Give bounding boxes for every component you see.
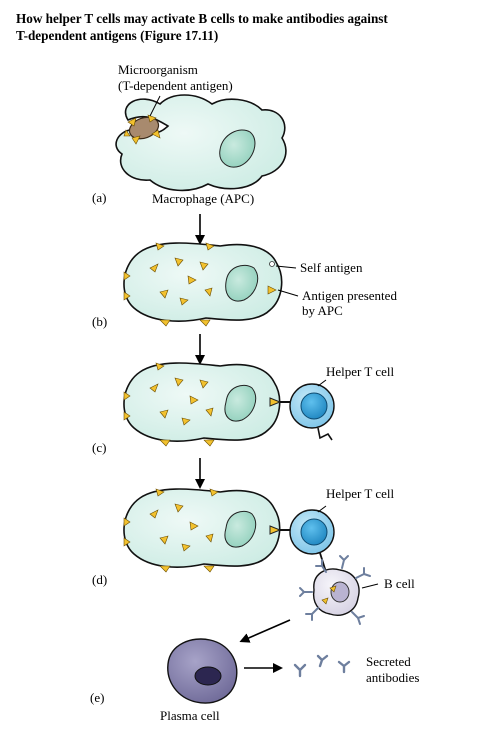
microorganism-sublabel: (T-dependent antigen) <box>118 78 233 93</box>
helper-t-nucleus-d <box>300 518 328 546</box>
secreted-sublabel: antibodies <box>366 670 419 685</box>
macrophage-nucleus-c <box>224 384 257 422</box>
macrophage-nucleus-b <box>225 264 259 302</box>
b-cell-pointer <box>361 583 379 589</box>
panel-b-letter: (b) <box>92 314 107 329</box>
presented-antigen-label: Antigen presented <box>302 288 397 303</box>
microorganism-pointer <box>149 95 161 117</box>
self-antigen-label: Self antigen <box>300 260 363 275</box>
helper-t-receptor-c <box>317 427 333 441</box>
microorganism-label: Microorganism <box>118 62 198 77</box>
b-cell-antigens <box>321 585 337 605</box>
plasma-nucleus <box>194 666 222 686</box>
macrophage-c <box>123 362 281 442</box>
panel-d: Helper T cell B cell (d) <box>92 486 415 625</box>
macrophage-b <box>123 242 283 322</box>
b-cell-label: B cell <box>384 576 415 591</box>
figure-title: How helper T cells may activate B cells … <box>16 10 486 44</box>
macrophage-nucleus-a <box>219 129 256 168</box>
macrophage-nucleus-d <box>224 510 257 548</box>
panel-a: Microorganism (T-dependent antigen) (a) … <box>92 62 287 206</box>
self-antigen-pointer <box>275 265 297 269</box>
panel-a-letter: (a) <box>92 190 106 205</box>
panel-c-letter: (c) <box>92 440 106 455</box>
title-line-1: How helper T cells may activate B cells … <box>16 11 388 26</box>
antigens-c <box>123 362 215 447</box>
mhc-complex-c <box>269 397 282 407</box>
macrophage-d <box>123 488 281 568</box>
helper-t-pointer-d <box>317 505 327 513</box>
helper-t-pointer-c <box>317 379 327 387</box>
microbe-antigens <box>123 114 161 145</box>
panel-e: Secreted antibodies (e) Plasma cell <box>90 638 419 723</box>
microorganism <box>128 116 160 140</box>
helper-t-nucleus-c <box>300 392 328 420</box>
macrophage-a <box>115 94 287 192</box>
panel-d-letter: (d) <box>92 572 107 587</box>
macrophage-label: Macrophage (APC) <box>152 191 254 206</box>
title-line-2: T-dependent antigens (Figure 17.11) <box>16 28 219 43</box>
presented-antigen-pointer <box>277 289 299 297</box>
antigens-d <box>123 488 219 573</box>
secreted-antibodies <box>293 654 351 678</box>
mhc-complex-d <box>269 525 282 535</box>
arrow-d-to-e <box>239 619 291 643</box>
presented-antigen-sublabel: by APC <box>302 303 343 318</box>
helper-t-label-c: Helper T cell <box>326 364 394 379</box>
helper-t-label-d: Helper T cell <box>326 486 394 501</box>
secreted-label: Secreted <box>366 654 411 669</box>
b-cell-receptors <box>299 555 371 625</box>
panel-c: Helper T cell (c) <box>92 362 394 455</box>
antigens-b <box>123 242 277 327</box>
panel-e-letter: (e) <box>90 690 104 705</box>
panel-b: Self antigen Antigen presented by APC (b… <box>92 242 397 329</box>
plasma-cell-label: Plasma cell <box>160 708 220 723</box>
self-antigen <box>269 261 275 267</box>
